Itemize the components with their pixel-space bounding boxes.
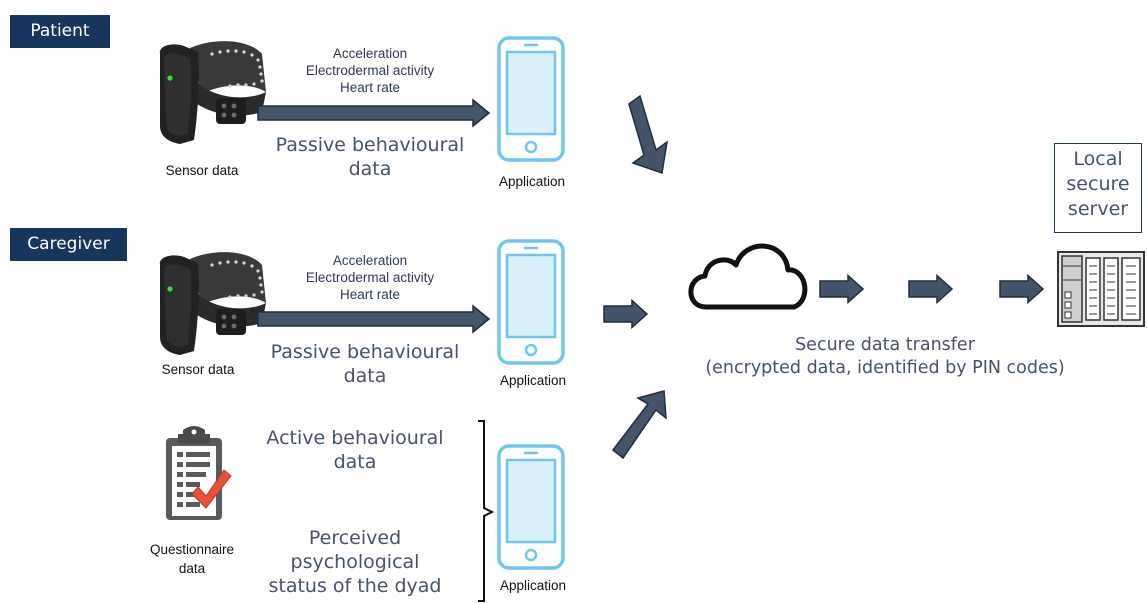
active-behavioural-label: Active behavioural data [266, 427, 444, 473]
transfer-arrow-3 [999, 274, 1044, 304]
patient-sensor-arrow [257, 98, 491, 128]
perceived-status-label: Perceived psychological status of the dy… [268, 527, 442, 597]
patient-signal-list: Acceleration Electrodermal activity Hear… [270, 45, 470, 96]
caregiver-signal-eda: Electrodermal activity [305, 270, 435, 285]
patient-passive-label: Passive behavioural data [275, 134, 465, 180]
caregiver-passive-label: Passive behavioural data [270, 341, 460, 387]
questionnaire-label: Questionnaire data [149, 542, 235, 576]
patient-badge: Patient [10, 15, 110, 48]
transfer-arrow-1 [819, 274, 864, 304]
clipboard-icon [166, 426, 232, 520]
server-icon [1057, 251, 1145, 327]
patient-signal-acceleration: Acceleration [332, 46, 408, 61]
caregiver-app-label: Application [499, 373, 567, 388]
patient-sensor-label: Sensor data [165, 163, 239, 178]
caregiver-app-to-cloud-arrow [603, 299, 648, 329]
patient-signal-heart-rate: Heart rate [339, 80, 401, 95]
secure-transfer-label: Secure data transfer (encrypted data, id… [705, 335, 1065, 378]
caregiver-sensor-label: Sensor data [161, 362, 235, 377]
local-secure-server-label: Local secure server [1054, 143, 1142, 233]
cloud-icon [688, 243, 808, 310]
patient-phone-icon [497, 36, 565, 162]
caregiver-signal-list: Acceleration Electrodermal activity Hear… [270, 252, 470, 303]
caregiver-phone-icon [497, 239, 565, 365]
questionnaire-app-label: Application [499, 578, 567, 593]
questionnaire-phone-icon [497, 444, 565, 570]
caregiver-signal-heart-rate: Heart rate [339, 287, 401, 302]
questionnaire-app-to-cloud-arrow [611, 390, 667, 460]
transfer-arrow-2 [908, 274, 953, 304]
patient-wristband-icon [159, 41, 266, 144]
caregiver-badge: Caregiver [10, 228, 127, 261]
patient-app-to-cloud-arrow [628, 94, 669, 174]
caregiver-sensor-arrow [257, 304, 491, 334]
questionnaire-bracket [478, 420, 495, 602]
patient-app-label: Application [498, 174, 566, 189]
caregiver-signal-acceleration: Acceleration [332, 253, 408, 268]
patient-signal-eda: Electrodermal activity [305, 63, 435, 78]
